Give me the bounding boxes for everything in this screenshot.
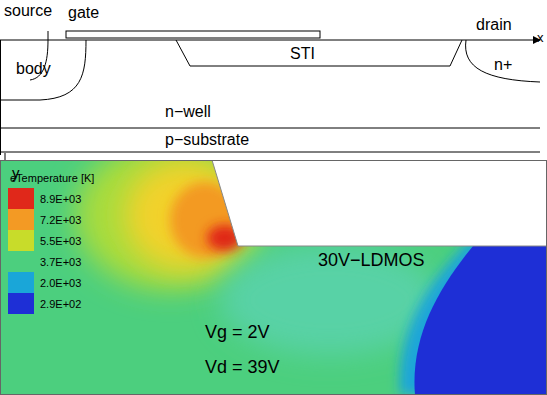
region-label: body: [16, 60, 51, 77]
text-label: eTemperature [K]: [10, 172, 94, 184]
text-label: drain: [476, 16, 512, 34]
legend-text: 5.5E+03: [40, 235, 81, 247]
legend-swatch: [8, 188, 34, 209]
legend-swatch: [8, 251, 34, 272]
region-label: n−well: [165, 103, 211, 120]
region-label: STI: [290, 45, 315, 62]
legend-text: 3.7E+03: [40, 256, 81, 268]
legend-swatch: [8, 230, 34, 251]
legend-entry: 5.5E+03: [8, 230, 81, 251]
legend-text: 7.2E+03: [40, 214, 81, 226]
doping-region: STI: [290, 45, 315, 63]
legend-entry: 3.7E+03: [8, 251, 81, 272]
doping-region: p−substrate: [165, 131, 249, 149]
text-label: gate: [68, 4, 99, 22]
legend-entry: 2.0E+03: [8, 272, 81, 293]
legend-entry: 2.9E+02: [8, 293, 81, 314]
legend-swatch: [8, 272, 34, 293]
text-label: Vd = 39V: [205, 358, 280, 378]
doping-region: body: [16, 60, 51, 78]
legend-text: 2.0E+03: [40, 277, 81, 289]
doping-region: n+: [494, 56, 512, 74]
text-label: x: [537, 31, 544, 45]
legend-entry: 8.9E+03: [8, 188, 81, 209]
temperature-map: [0, 160, 547, 395]
legend-text: 2.9E+02: [40, 298, 81, 310]
cross-section: [0, 31, 540, 178]
legend-swatch: [8, 209, 34, 230]
region-label: p−substrate: [165, 131, 249, 148]
text-label: Vg = 2V: [205, 323, 270, 343]
text-label: source: [4, 2, 52, 20]
legend-text: 8.9E+03: [40, 193, 81, 205]
legend-entry: 7.2E+03: [8, 209, 81, 230]
text-label: 30V−LDMOS: [318, 251, 425, 271]
legend-swatch: [8, 293, 34, 314]
region-label: n+: [494, 56, 512, 73]
doping-region: n−well: [165, 103, 211, 121]
